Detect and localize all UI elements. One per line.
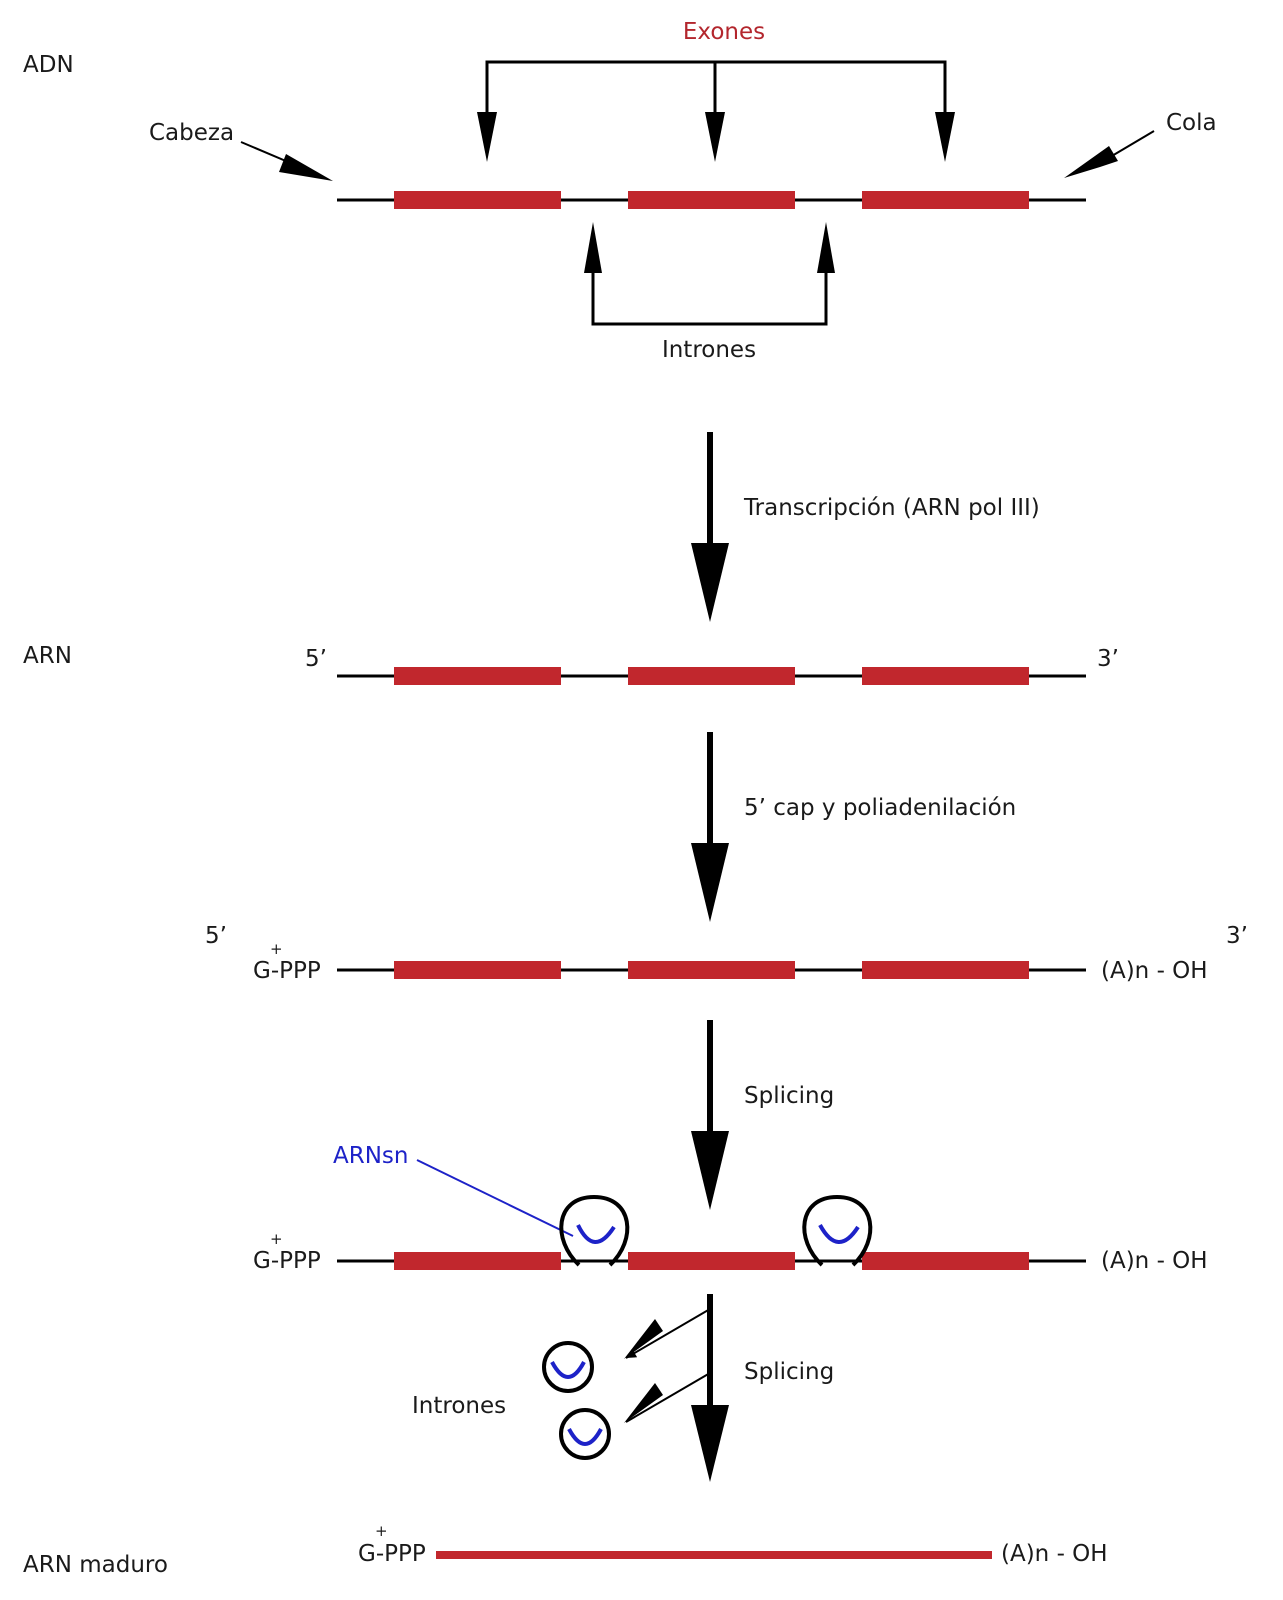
cap-arrowhead [691,843,729,922]
dna-exon-3 [862,191,1029,209]
introns-label: Intrones [662,337,756,363]
rna-exon-2 [628,667,795,685]
intron-pointer-arrows [584,222,835,273]
intron-loop-2 [802,1194,873,1267]
spliced-polya: (A)n - OH [1101,1248,1208,1274]
stage-label-dna: ADN [23,52,74,78]
exon-pointer-arrows [477,112,955,162]
excised-introns-label: Intrones [412,1393,506,1419]
introns-bracket [591,273,828,326]
spliced-exon-2 [628,1252,795,1270]
snrna-pointer-line [416,1159,574,1237]
rna-five-prime: 5’ [305,646,327,672]
excised-intron-1 [542,1341,594,1393]
premrna-polya: (A)n - OH [1101,958,1208,984]
tail-arrowhead [1064,146,1118,178]
intron-loop-1 [559,1194,630,1267]
spliced-exon-1 [394,1252,561,1270]
premrna-five-prime: 5’ [205,923,227,949]
premrna-cap-plus: + [270,940,283,958]
cap-polya-label: 5’ cap y poliadenilación [744,795,1016,821]
mature-polya: (A)n - OH [1001,1541,1108,1567]
premrna-cap: G-PPP [253,958,321,984]
snrna-2 [818,1224,860,1244]
intron-release-arrow-2 [625,1372,711,1423]
splicing-label-2: Splicing [744,1359,834,1385]
transcription-arrowhead [691,543,729,622]
intron-release-arrowhead-1 [624,1319,663,1359]
excised-intron-2 [559,1408,611,1460]
stage-label-rna: ARN [23,643,72,669]
spliced-exon-3 [862,1252,1029,1270]
excised-snrna-2 [567,1428,603,1446]
rna-exon-3 [862,667,1029,685]
premrna-exon-2 [628,961,795,979]
rna-exon-1 [394,667,561,685]
mature-cap-plus: + [375,1522,388,1540]
snrna-1 [576,1224,616,1244]
dna-exon-2 [628,191,795,209]
tail-label: Cola [1166,110,1217,136]
premrna-exon-1 [394,961,561,979]
premrna-three-prime: 3’ [1226,923,1248,949]
rna-three-prime: 3’ [1097,646,1119,672]
dna-exon-1 [394,191,561,209]
splicing-label-1: Splicing [744,1083,834,1109]
exons-label: Exones [683,19,765,45]
spliced-cap: G-PPP [253,1248,321,1274]
premrna-exon-3 [862,961,1029,979]
transcription-label: Transcripción (ARN pol III) [743,495,1040,521]
snrna-label: ARNsn [333,1143,408,1169]
intron-release-arrow-1 [625,1308,711,1359]
splicing-arrow-2-head [691,1405,729,1482]
spliced-cap-plus: + [270,1230,283,1248]
exons-bracket [485,60,947,112]
mature-cap: G-PPP [358,1541,426,1567]
intron-release-arrowhead-2 [624,1383,663,1423]
head-label: Cabeza [149,120,234,146]
splicing-arrow-1-head [691,1131,729,1210]
excised-snrna-1 [550,1361,586,1379]
head-arrowhead [279,154,333,181]
stage-label-mature-rna: ARN maduro [23,1552,168,1578]
